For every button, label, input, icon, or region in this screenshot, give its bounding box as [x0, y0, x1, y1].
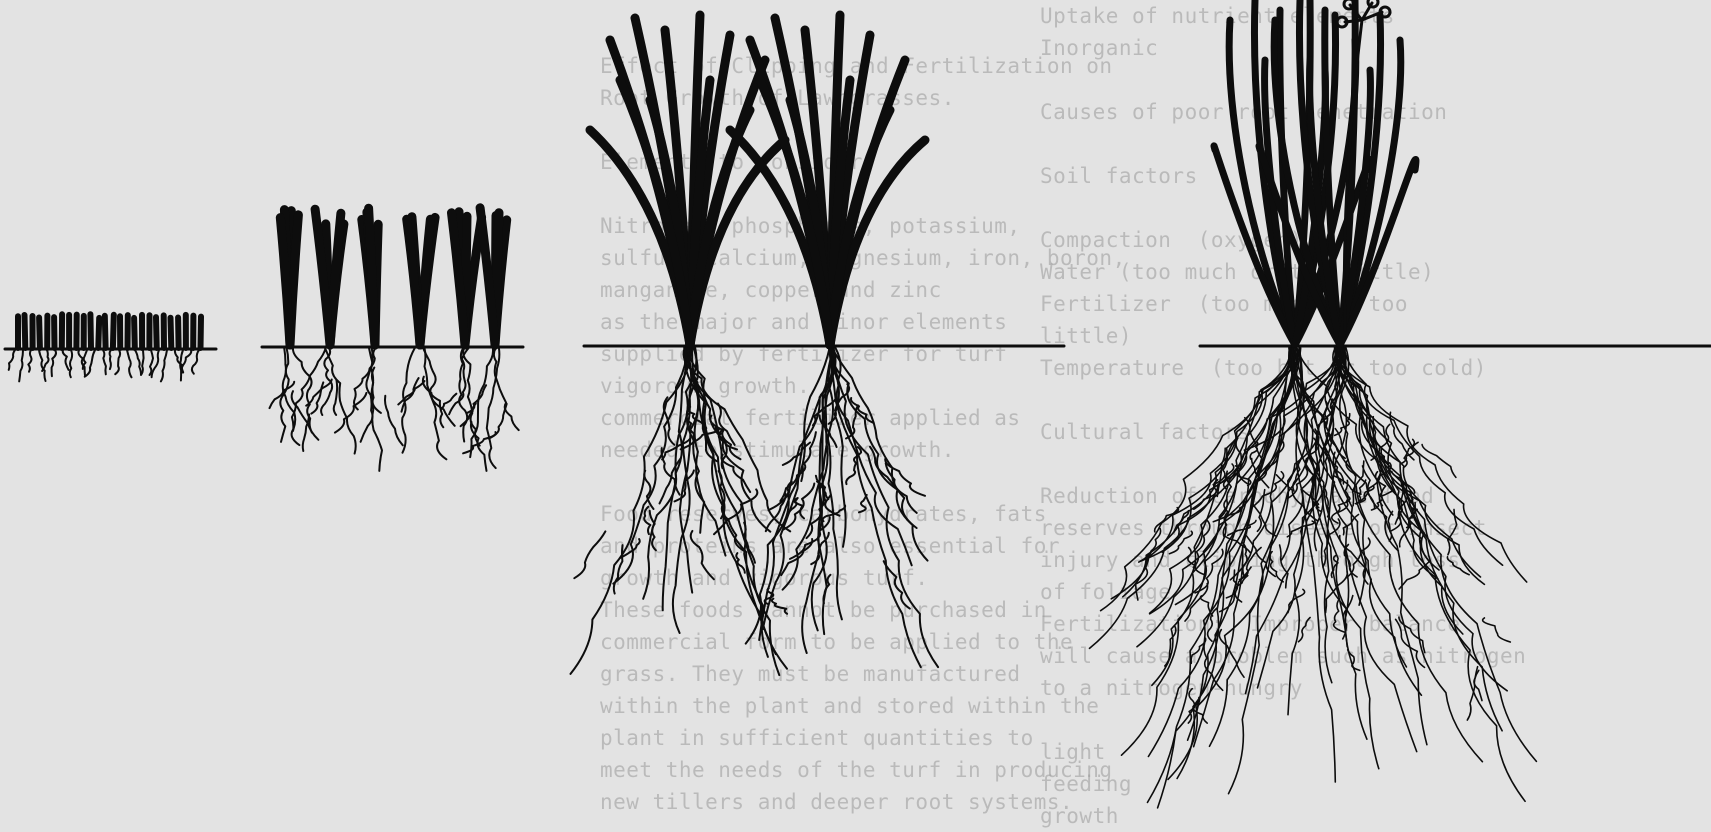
- root: [127, 350, 132, 377]
- root-branch: [885, 459, 925, 496]
- root-branch: [846, 463, 856, 484]
- grass-blade: [134, 318, 135, 348]
- grass-blade: [90, 314, 91, 348]
- grass-blade: [39, 318, 40, 349]
- root-branch: [574, 531, 605, 578]
- root: [78, 350, 85, 376]
- short-clipped-grass: [5, 314, 216, 381]
- roots: [270, 348, 519, 471]
- grass-blade: [25, 315, 26, 348]
- root-branch: [650, 511, 656, 551]
- root-branch: [859, 495, 867, 512]
- root-branch: [691, 531, 714, 579]
- roots: [1090, 348, 1537, 808]
- grass-blades: [18, 314, 201, 348]
- root: [684, 348, 791, 531]
- grass-blades: [590, 15, 925, 345]
- root-branch: [1200, 596, 1212, 616]
- roots: [9, 350, 199, 381]
- grass-blades: [1214, 0, 1416, 345]
- root-branch: [1422, 445, 1456, 478]
- root: [135, 350, 141, 375]
- root-branch: [334, 380, 337, 415]
- root: [52, 350, 56, 376]
- root: [103, 350, 106, 374]
- roots: [571, 348, 939, 675]
- root: [402, 348, 415, 453]
- root-branch: [306, 380, 332, 406]
- grass-blade: [105, 316, 106, 348]
- grass-blade: [156, 317, 157, 348]
- grass-blade: [178, 318, 179, 349]
- root-branch: [1483, 618, 1511, 642]
- root: [487, 348, 500, 468]
- root: [161, 350, 167, 381]
- grass-blades: [280, 208, 506, 345]
- root-branch: [772, 599, 787, 614]
- root-branch: [1288, 589, 1305, 612]
- tall-grass-with-flower: [1090, 0, 1711, 808]
- root: [70, 350, 72, 377]
- root: [142, 350, 144, 374]
- root: [110, 350, 111, 369]
- root-branch: [614, 545, 623, 594]
- root: [19, 350, 23, 381]
- tall-unclipped-grass: [571, 15, 1065, 675]
- root-branch: [660, 458, 682, 504]
- root-branch: [1299, 618, 1311, 642]
- root-branch: [1165, 626, 1176, 666]
- root: [1158, 348, 1296, 808]
- grass-blade: [171, 318, 172, 348]
- root: [28, 350, 31, 372]
- root: [63, 350, 69, 370]
- root: [9, 350, 15, 370]
- grass-blade: [113, 315, 114, 348]
- root: [571, 348, 692, 674]
- root: [832, 348, 912, 565]
- root: [688, 348, 771, 532]
- grass-blade: [201, 317, 202, 348]
- root-branch: [1399, 561, 1430, 589]
- medium-clipped-grass: [262, 208, 523, 471]
- root: [192, 350, 199, 374]
- grass-blade: [98, 318, 99, 348]
- root-branch: [736, 553, 745, 573]
- root: [325, 348, 356, 454]
- root: [115, 350, 120, 374]
- root: [182, 350, 191, 373]
- root: [494, 348, 519, 430]
